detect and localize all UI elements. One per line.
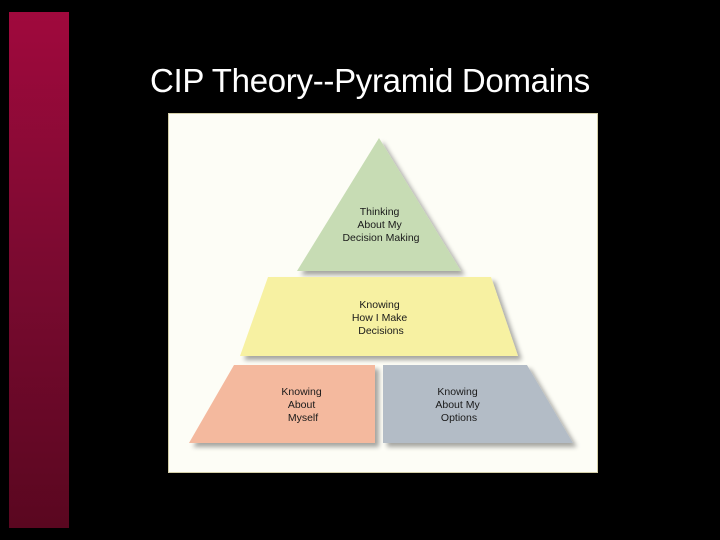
tier-middle-line-1: Knowing [359, 299, 399, 311]
tier-bottom-right-line-1: Knowing [437, 386, 477, 398]
pyramid-tier-bottom-left-label: Knowing About Myself [281, 386, 324, 424]
pyramid-tier-top: Thinking About My Decision Making [297, 138, 461, 271]
pyramid-tier-bottom-left-shape [189, 365, 375, 443]
tier-top-line-3: Decision Making [342, 232, 419, 244]
tier-middle-line-2: How I Make [352, 312, 408, 324]
pyramid-diagram: Thinking About My Decision Making Knowin… [189, 138, 573, 443]
pyramid-tier-middle: Knowing How I Make Decisions [240, 277, 518, 356]
pyramid-tier-middle-label: Knowing How I Make Decisions [352, 299, 410, 337]
slide-title: CIP Theory--Pyramid Domains [150, 62, 590, 99]
tier-bottom-right-line-3: Options [441, 412, 477, 424]
pyramid-figure-panel: Thinking About My Decision Making Knowin… [168, 113, 598, 473]
pyramid-tier-bottom-right-label: Knowing About My Options [435, 386, 482, 424]
accent-side-bar [9, 12, 69, 528]
tier-top-line-1: Thinking [360, 206, 400, 218]
tier-bottom-left-line-3: Myself [288, 412, 318, 424]
pyramid-tier-top-shape [297, 138, 461, 271]
pyramid-tier-bottom-right-shape [383, 365, 573, 443]
tier-top-line-2: About My [357, 219, 402, 231]
tier-bottom-left-line-2: About [288, 399, 316, 411]
pyramid-tier-bottom-right: Knowing About My Options [383, 365, 573, 443]
pyramid-tier-middle-shape [240, 277, 518, 356]
pyramid-tier-bottom-left: Knowing About Myself [189, 365, 375, 443]
tier-bottom-left-line-1: Knowing [281, 386, 321, 398]
tier-bottom-right-line-2: About My [435, 399, 480, 411]
pyramid-tier-top-label: Thinking About My Decision Making [342, 206, 419, 244]
tier-middle-line-3: Decisions [358, 325, 404, 337]
